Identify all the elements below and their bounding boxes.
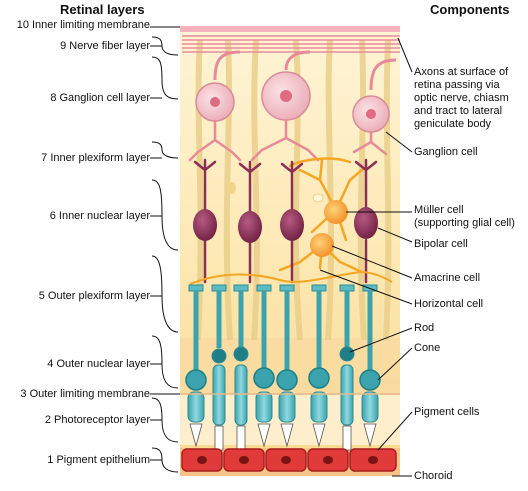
bipolar-cell [193, 209, 217, 241]
cone-label: Cone [414, 342, 441, 354]
rod-label: Rod [414, 322, 435, 334]
horizontal-cell-label: Horizontal cell [414, 298, 484, 310]
bipolar-cell [354, 207, 378, 239]
axons-label-line: retina passing via [414, 79, 500, 91]
ganglion-cell-label: Ganglion cell [414, 146, 478, 158]
layer-label: 2 Photoreceptor layer [44, 414, 150, 426]
muller-cell-label: Müller cell (supporting glial cell) [414, 204, 515, 230]
horizontal-processes [189, 270, 393, 285]
axons-label: Axons at surface of retina passing via o… [414, 66, 509, 131]
nerve-fibers [182, 35, 400, 53]
components-header: Components [430, 2, 510, 17]
layer-bracket-ticks [150, 45, 162, 461]
component-leaders [319, 37, 413, 477]
bipolar-processes [193, 158, 378, 284]
muller-cell-body [324, 200, 348, 224]
choroid-label: Choroid [414, 470, 453, 482]
muller-label-line: (supporting glial cell) [414, 217, 515, 229]
pigment-nuclei [197, 456, 378, 464]
muller-nucleus [228, 182, 236, 194]
layer-brackets [150, 26, 180, 473]
bipolar-cell [280, 209, 304, 241]
axons-label-line: and tract to lateral [414, 105, 503, 117]
layer-label: 9 Nerve fiber layer [60, 40, 150, 52]
amacrine-cell-body [310, 233, 334, 257]
muller-label-line: Müller cell [414, 204, 464, 216]
layer-label: 8 Ganglion cell layer [50, 92, 150, 104]
inner-limiting-membrane [180, 26, 400, 32]
ganglion-axons [213, 50, 397, 91]
bipolar-cell-label: Bipolar cell [414, 238, 468, 250]
muller-nucleus [312, 193, 324, 203]
ganglion-nucleus [366, 109, 376, 119]
ganglion-nucleus [280, 90, 292, 102]
axons-label-line: geniculate body [414, 118, 492, 130]
amacrine-cell-label: Amacrine cell [414, 272, 481, 284]
axons-label-line: optic nerve, chiasm [414, 92, 509, 104]
ganglion-cells [195, 71, 390, 133]
photoreceptors [185, 284, 381, 451]
ganglion-dendrites [188, 118, 388, 162]
layer-label: 7 Inner plexiform layer [41, 152, 150, 164]
layer-label: 5 Outer plexiform layer [38, 290, 150, 302]
bipolar-cells [193, 207, 378, 243]
layer-label: 1 Pigment epithelium [47, 454, 150, 466]
layer-label: 6 Inner nuclear layer [49, 210, 150, 222]
layer-label: 3 Outer limiting membrane [20, 388, 150, 400]
ganglion-nucleus [210, 97, 220, 107]
retinal-layers-header: Retinal layers [60, 2, 145, 17]
pigment-cells-label: Pigment cells [414, 406, 480, 418]
axons-label-line: Axons at surface of [414, 66, 509, 78]
layer-label: 10 Inner limiting membrane [16, 19, 150, 31]
bipolar-cell [238, 211, 262, 243]
layer-label: 4 Outer nuclear layer [47, 358, 150, 370]
